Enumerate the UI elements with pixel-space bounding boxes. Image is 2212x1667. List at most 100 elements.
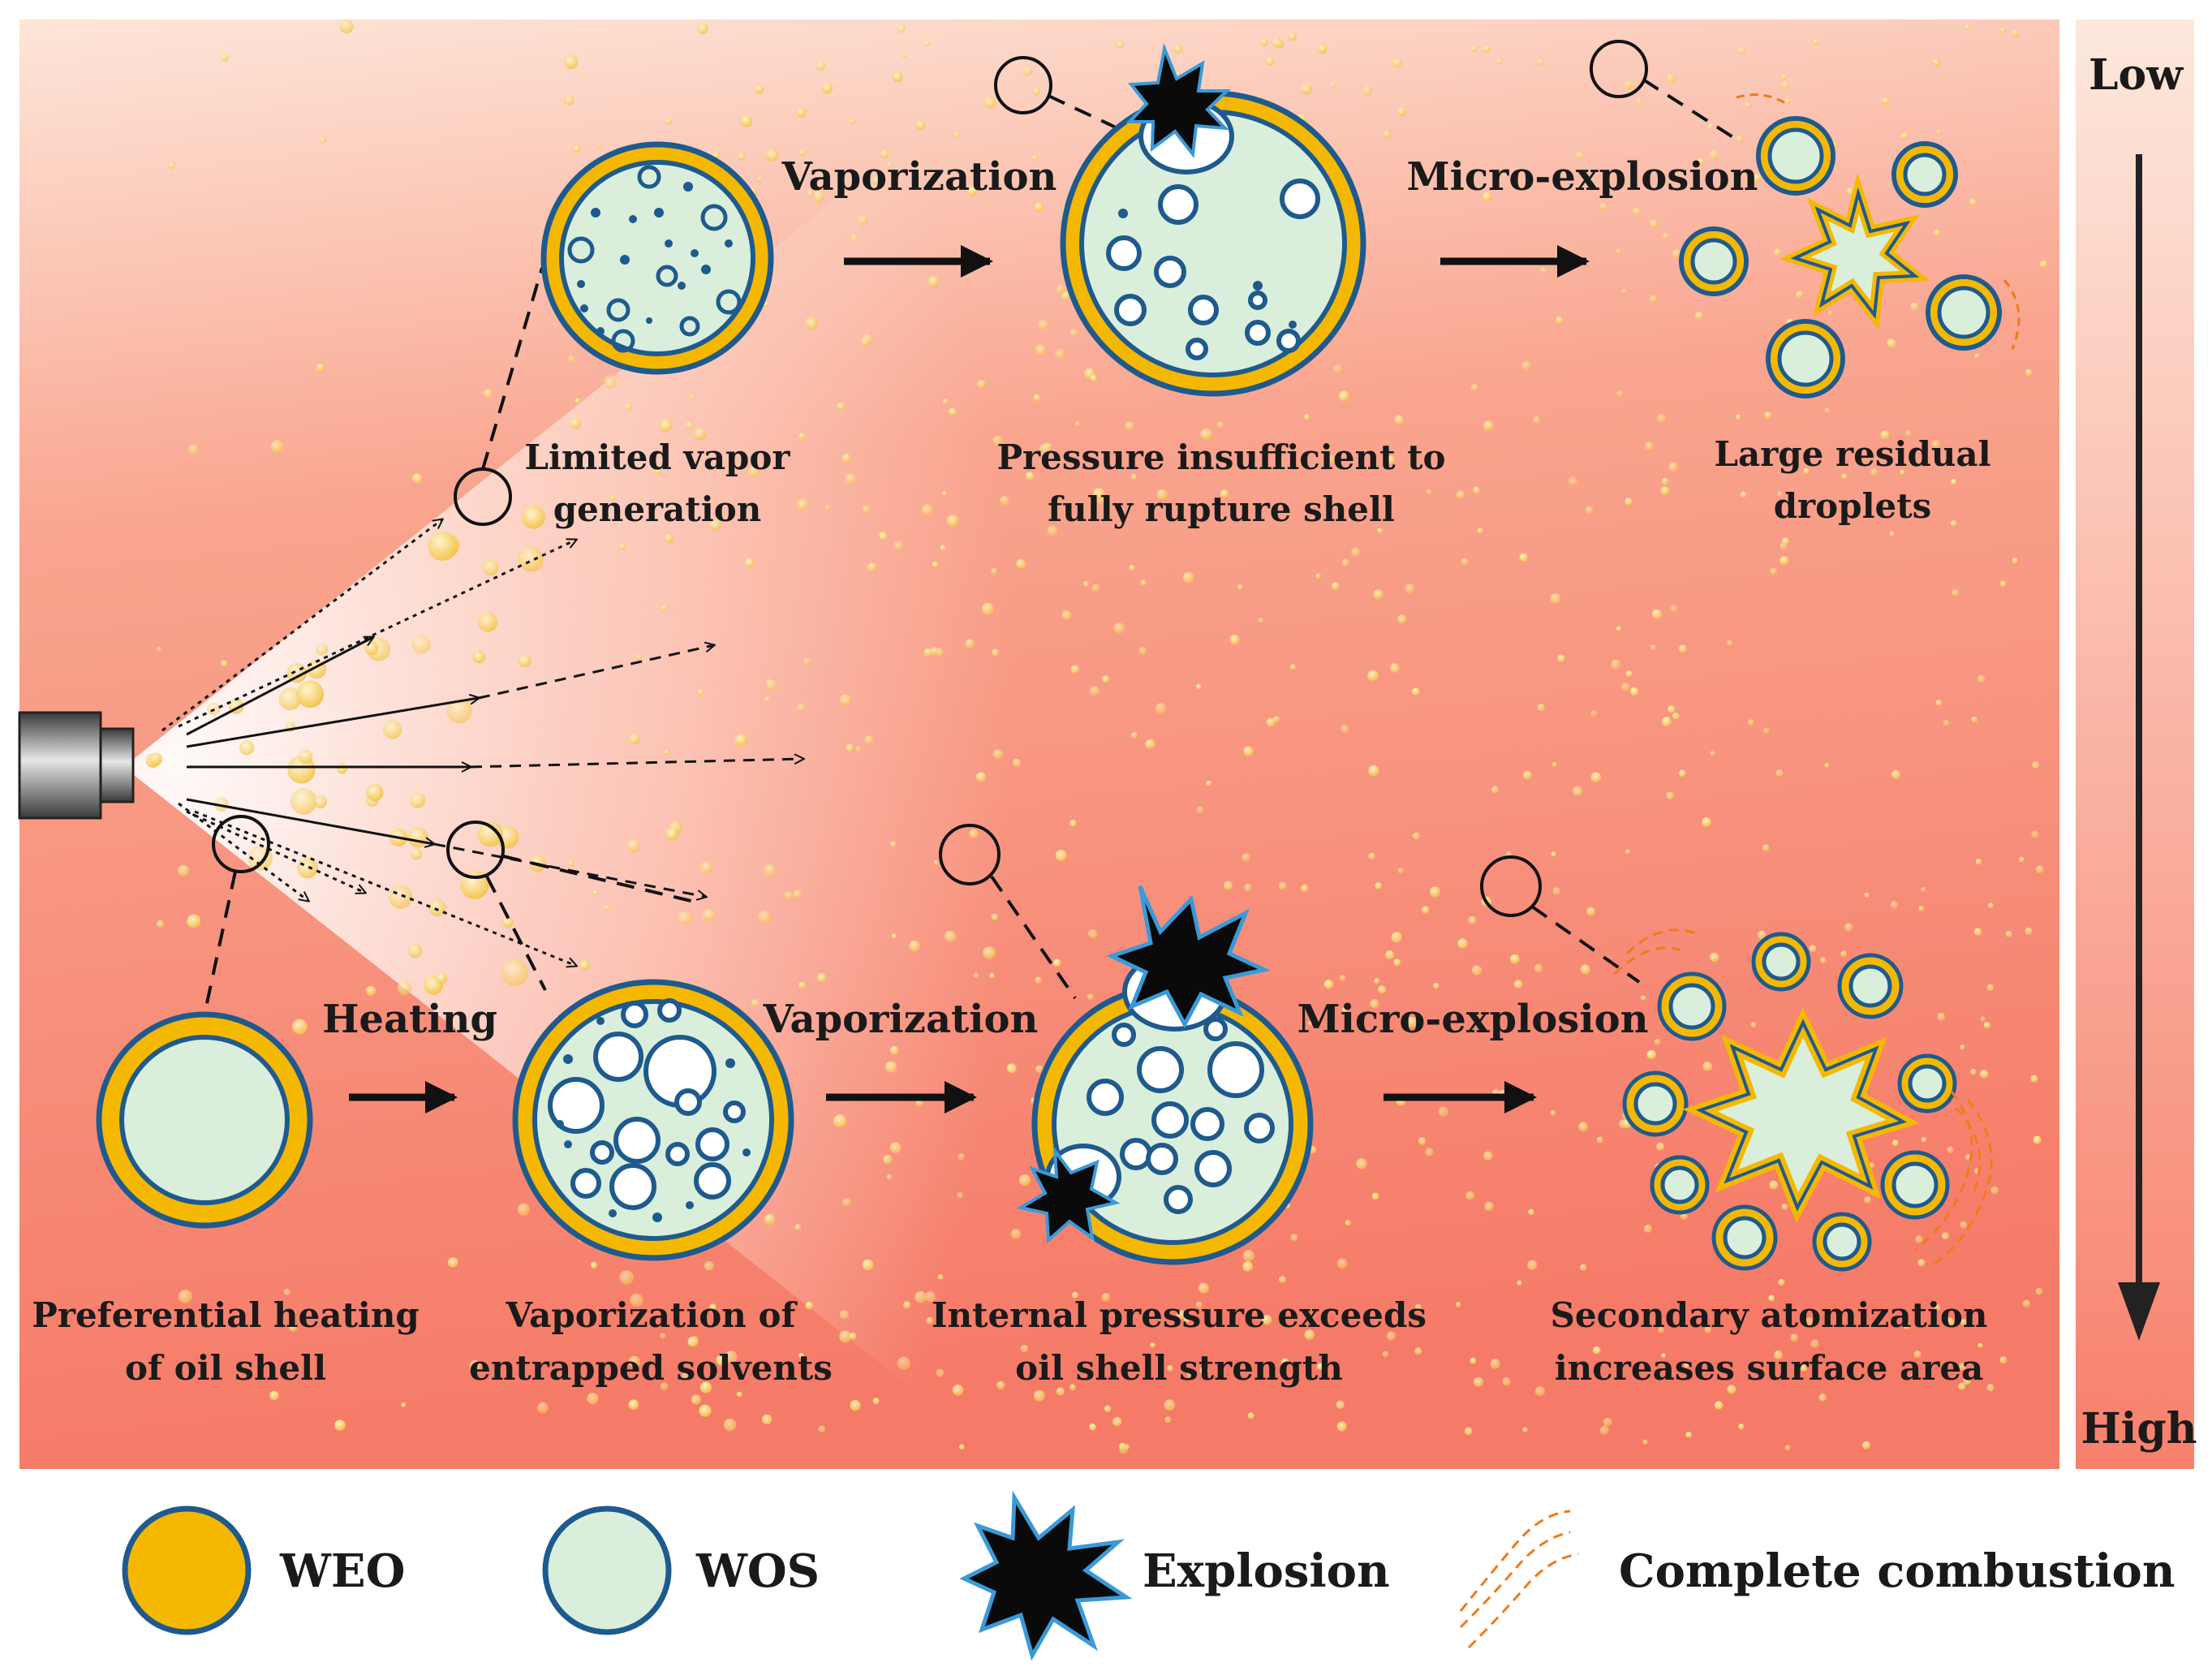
spray-droplet	[981, 602, 994, 615]
spray-droplet	[1625, 849, 1631, 855]
spray-droplet	[1753, 173, 1762, 182]
spray-droplet	[736, 1391, 742, 1398]
spray-droplet	[1820, 957, 1827, 964]
spray-droplet	[839, 1330, 852, 1343]
spray-droplet	[1378, 985, 1387, 994]
spray-droplet	[764, 1213, 776, 1225]
spray-droplet	[957, 1191, 963, 1199]
spray-droplet	[1661, 1353, 1667, 1359]
spray-droplet	[1308, 1020, 1314, 1026]
spray-droplet	[1418, 1137, 1427, 1145]
spray-droplet	[1773, 248, 1781, 256]
spray-droplet	[1573, 786, 1583, 796]
spray-droplet	[1242, 853, 1250, 862]
spray-droplet	[1913, 1350, 1922, 1359]
spray-droplet	[2035, 865, 2044, 873]
spray-droplet	[1663, 233, 1669, 239]
spray-droplet	[1727, 640, 1733, 646]
spray-droplet	[619, 1270, 634, 1285]
spray-droplet	[1465, 1191, 1474, 1200]
spray-droplet	[1477, 528, 1483, 534]
spray-droplet	[1958, 1382, 1966, 1390]
caption-secondary-atomization-l2: increases surface area	[1555, 1348, 1984, 1388]
spray-droplet	[1375, 881, 1383, 889]
spray-droplet	[1522, 1427, 1528, 1432]
spray-droplet	[428, 532, 458, 561]
spray-droplet	[1035, 344, 1046, 355]
spray-droplet	[446, 697, 472, 724]
spray-droplet	[1952, 588, 1959, 597]
spray-droplet	[1091, 584, 1100, 592]
spray-droplet	[1035, 976, 1042, 984]
spray-droplet	[799, 149, 806, 157]
spray-droplet	[1155, 703, 1167, 714]
spray-droplet	[1392, 58, 1402, 68]
spray-droplet	[872, 176, 880, 185]
spray-arrows	[161, 519, 803, 966]
spray-droplet	[942, 398, 949, 405]
spray-droplet	[1491, 786, 1499, 794]
spray-droplet	[590, 1261, 598, 1269]
spray-droplet	[1611, 659, 1621, 670]
spray-droplet	[1973, 928, 1982, 936]
spray-droplet	[1278, 881, 1287, 890]
spray-droplet	[1336, 1258, 1348, 1269]
spray-droplet	[1351, 547, 1360, 557]
spray-droplet	[1052, 958, 1061, 967]
spray-droplet	[821, 82, 833, 94]
spray-droplet	[1778, 1278, 1785, 1286]
spray-droplet	[1625, 670, 1633, 678]
spray-droplet	[1586, 907, 1595, 916]
spray-droplet	[1101, 675, 1110, 683]
spray-droplet	[1383, 130, 1392, 139]
spray-droplet	[734, 734, 748, 747]
spray-droplet	[1301, 884, 1309, 893]
spray-droplet	[1412, 832, 1420, 840]
spray-droplet	[2030, 1075, 2038, 1083]
spray-droplet	[1672, 712, 1680, 720]
spray-droplet	[1769, 1180, 1779, 1190]
spray-droplet	[411, 635, 431, 654]
spray-droplet	[1644, 442, 1654, 450]
spray-droplet	[804, 317, 818, 330]
spray-droplet	[1370, 999, 1379, 1009]
spray-droplet	[1069, 1384, 1076, 1391]
spray-droplet	[740, 114, 753, 127]
spray-droplet	[1421, 906, 1430, 914]
spray-droplet	[270, 440, 284, 453]
spray-droplet	[1456, 490, 1465, 499]
spray-droplet	[383, 720, 402, 739]
spray-droplet	[1945, 1317, 1955, 1326]
spray-droplet	[1921, 1136, 1927, 1143]
spray-droplet	[1164, 1399, 1176, 1411]
spray-droplet	[1710, 751, 1715, 756]
spray-droplet	[1642, 1439, 1648, 1445]
spray-droplet	[1035, 1065, 1044, 1073]
spray-droplet	[1336, 1421, 1347, 1432]
spray-droplet	[1580, 964, 1590, 975]
spray-droplet	[1243, 746, 1254, 756]
spray-droplet	[1917, 1259, 1926, 1267]
leader-bottom-right	[1530, 905, 1641, 984]
spray-droplet	[484, 389, 493, 398]
spray-droplet	[872, 1398, 880, 1405]
spray-droplet	[2039, 260, 2047, 269]
caption-large-residual-l2: droplets	[1774, 486, 1932, 526]
spray-droplet	[156, 920, 165, 928]
spray-droplet	[1386, 1331, 1396, 1341]
spray-droplet	[1694, 311, 1703, 320]
spray-droplet	[1534, 963, 1543, 973]
spray-droplet	[1921, 886, 1926, 892]
spray-droplet	[1970, 1068, 1977, 1075]
spray-droplet	[2032, 761, 2040, 769]
spray-droplet	[793, 889, 803, 898]
spray-droplet	[603, 375, 618, 389]
spray-droplet	[1537, 703, 1545, 712]
spray-droplet	[1368, 852, 1375, 860]
spray-droplet	[334, 1419, 346, 1431]
spray-droplet	[1666, 791, 1674, 799]
spray-droplet	[665, 118, 672, 125]
spray-droplet	[1987, 902, 1994, 908]
spray-droplet	[1260, 38, 1268, 46]
spray-droplet	[187, 914, 201, 928]
